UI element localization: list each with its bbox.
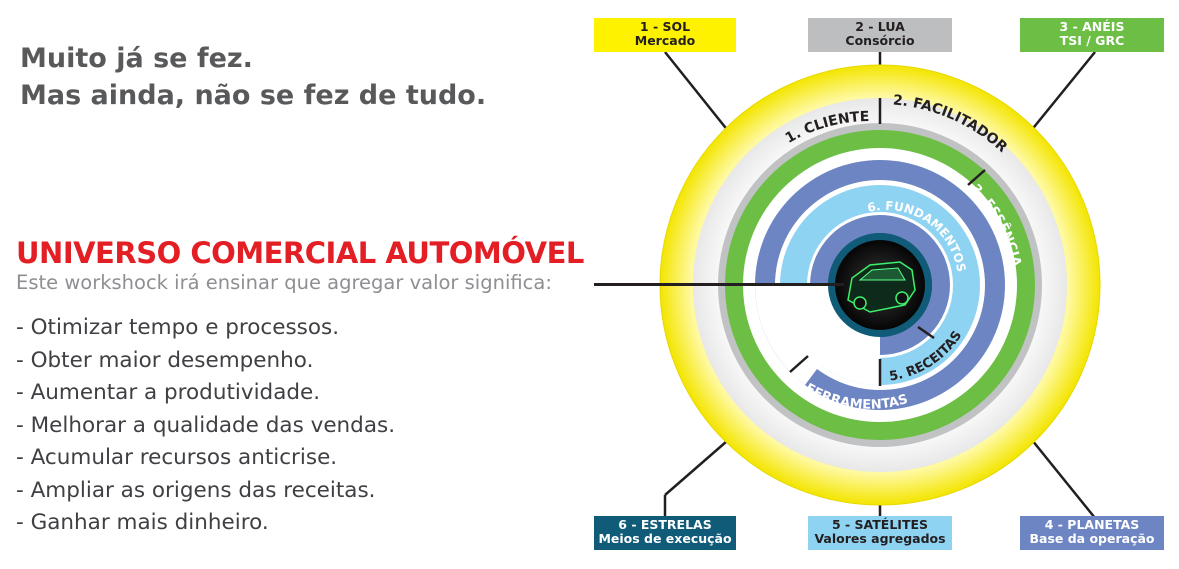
label-estrelas-title: 6 - ESTRELAS — [618, 517, 712, 532]
label-planetas-title: 4 - PLANETAS — [1044, 517, 1140, 532]
label-aneis-subtitle: TSI / GRC — [1059, 33, 1125, 48]
label-lua-subtitle: Consórcio — [845, 33, 915, 48]
page-subtitle: Este workshock irá ensinar que agregar v… — [16, 271, 552, 294]
label-aneis-title: 3 - ANÉIS — [1059, 19, 1125, 34]
label-sol-title: 1 - SOL — [639, 19, 691, 34]
benefits-list: - Otimizar tempo e processos. - Obter ma… — [16, 312, 395, 540]
list-item: - Ampliar as origens das receitas. — [16, 477, 376, 503]
label-satelites-title: 5 - SATÉLITES — [831, 517, 929, 532]
label-sol-subtitle: Mercado — [634, 33, 696, 48]
page-title: UNIVERSO COMERCIAL AUTOMÓVEL — [16, 236, 584, 270]
label-lua-title: 2 - LUA — [855, 19, 905, 34]
label-sol: 1 - SOL Mercado — [594, 18, 736, 52]
label-lua: 2 - LUA Consórcio — [808, 18, 952, 52]
label-satelites-subtitle: Valores agregados — [814, 531, 946, 546]
list-item: - Ganhar mais dinheiro. — [16, 510, 269, 535]
list-item: - Melhorar a qualidade das vendas. — [16, 412, 396, 438]
list-item: - Acumular recursos anticrise. — [16, 445, 338, 470]
label-estrelas: 6 - ESTRELAS Meios de execução — [594, 516, 736, 550]
list-item: - Otimizar tempo e processos. — [16, 315, 340, 340]
label-planetas-subtitle: Base da operação — [1029, 531, 1155, 546]
headline-line-1: Muito já se fez. — [20, 43, 253, 74]
connector-line — [1029, 51, 1096, 133]
label-satelites: 5 - SATÉLITES Valores agregados — [808, 516, 952, 550]
label-aneis: 3 - ANÉIS TSI / GRC — [1020, 18, 1164, 52]
connector-line — [1031, 439, 1096, 519]
headline: Muito já se fez. Mas ainda, não se fez d… — [20, 40, 486, 114]
list-item: - Aumentar a produtividade. — [16, 380, 321, 405]
pointer-line — [594, 283, 844, 286]
car-icon — [835, 240, 925, 330]
label-planetas: 4 - PLANETAS Base da operação — [1020, 516, 1164, 550]
list-item: - Obter maior desempenho. — [16, 347, 314, 373]
label-estrelas-subtitle: Meios de execução — [598, 531, 732, 546]
headline-line-2: Mas ainda, não se fez de tudo. — [20, 80, 487, 111]
